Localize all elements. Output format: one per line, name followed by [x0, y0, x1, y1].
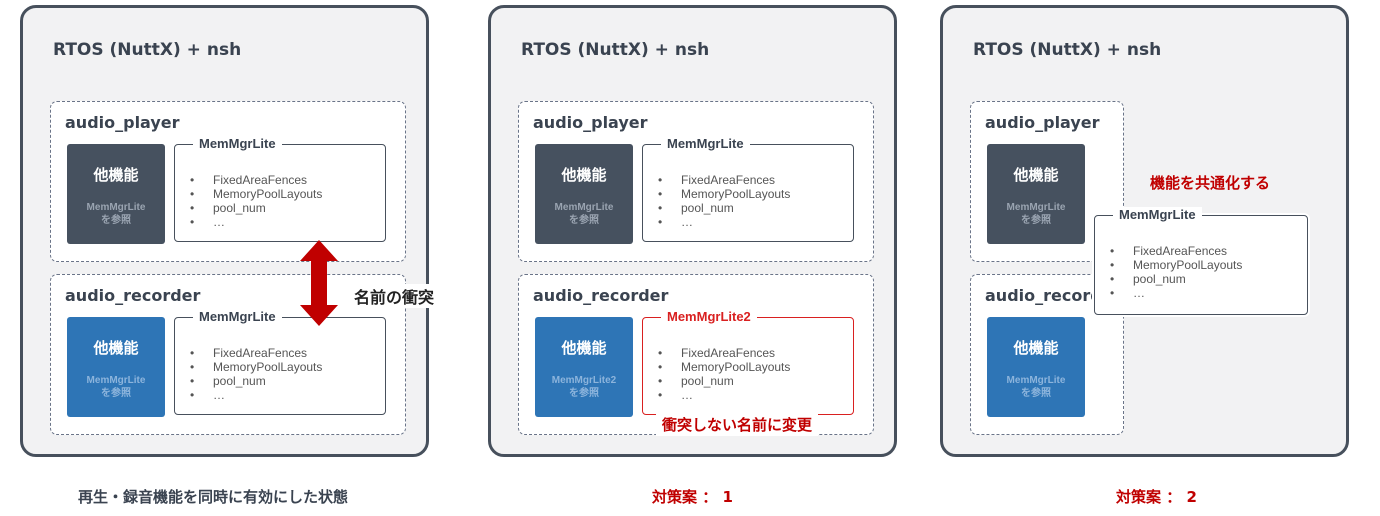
app-title: audio_player	[533, 113, 648, 132]
memmgr-list: FixedAreaFences MemoryPoolLayouts pool_n…	[190, 173, 322, 229]
memmgr-list: FixedAreaFences MemoryPoolLayouts pool_n…	[190, 346, 322, 402]
list-item: MemoryPoolLayouts	[190, 187, 322, 201]
list-item: …	[658, 388, 790, 402]
app-title: audio_player	[985, 113, 1100, 132]
panel-title: RTOS (NuttX) + nsh	[53, 40, 242, 60]
list-item: FixedAreaFences	[658, 173, 790, 187]
list-item: …	[190, 215, 322, 229]
list-item: FixedAreaFences	[658, 346, 790, 360]
caption-current-state: 再生・録音機能を同時に有効にした状態	[78, 488, 349, 506]
func-title: 他機能	[93, 339, 139, 357]
memmgr-list: FixedAreaFences MemoryPoolLayouts pool_n…	[658, 173, 790, 229]
list-item: FixedAreaFences	[190, 346, 322, 360]
list-item: MemoryPoolLayouts	[658, 187, 790, 201]
app-title: audio_player	[65, 113, 180, 132]
func-title: 他機能	[1013, 166, 1059, 184]
panel-title: RTOS (NuttX) + nsh	[521, 40, 710, 60]
caption-option-2: 対策案 ： 2	[1116, 488, 1197, 506]
list-item: FixedAreaFences	[190, 173, 322, 187]
panel-title: RTOS (NuttX) + nsh	[973, 40, 1162, 60]
memmgr-title: MemMgrLite	[1113, 207, 1202, 222]
memmgr-box: MemMgrLite FixedAreaFences MemoryPoolLay…	[642, 136, 854, 242]
list-item: …	[658, 215, 790, 229]
name-conflict-label: 名前の衝突	[350, 284, 439, 308]
shared-memmgr-box: MemMgrLite FixedAreaFences MemoryPoolLay…	[1094, 207, 1308, 315]
memmgr-title: MemMgrLite2	[661, 309, 757, 324]
func-title: 他機能	[1013, 339, 1059, 357]
app-title: audio_recorder	[985, 286, 1121, 305]
caption-option-1: 対策案 ： 1	[652, 488, 733, 506]
rename-label: 衝突しない名前に変更	[656, 413, 819, 436]
list-item: …	[190, 388, 322, 402]
list-item: pool_num	[658, 374, 790, 388]
app-title: audio_recorder	[65, 286, 201, 305]
panel-current-state: RTOS (NuttX) + nsh audio_player 他機能 MemM…	[20, 5, 429, 457]
list-item: pool_num	[658, 201, 790, 215]
conflict-arrow	[300, 240, 338, 326]
list-item: pool_num	[1110, 272, 1242, 286]
memmgr-box: MemMgrLite FixedAreaFences MemoryPoolLay…	[174, 309, 386, 415]
memmgr-title: MemMgrLite	[193, 136, 282, 151]
list-item: FixedAreaFences	[1110, 244, 1242, 258]
memmgr-list: FixedAreaFences MemoryPoolLayouts pool_n…	[1110, 244, 1242, 300]
panel-option-1: RTOS (NuttX) + nsh audio_player 他機能 MemM…	[488, 5, 897, 457]
app-title: audio_recorder	[533, 286, 669, 305]
memmgr-list: FixedAreaFences MemoryPoolLayouts pool_n…	[658, 346, 790, 402]
list-item: pool_num	[190, 374, 322, 388]
list-item: pool_num	[190, 201, 322, 215]
list-item: MemoryPoolLayouts	[658, 360, 790, 374]
memmgr-box: MemMgrLite FixedAreaFences MemoryPoolLay…	[174, 136, 386, 242]
share-function-label: 機能を共通化する	[1150, 174, 1271, 192]
list-item: MemoryPoolLayouts	[190, 360, 322, 374]
memmgr-title: MemMgrLite	[193, 309, 282, 324]
list-item: …	[1110, 286, 1242, 300]
func-title: 他機能	[561, 339, 607, 357]
func-title: 他機能	[93, 166, 139, 184]
memmgr-title: MemMgrLite	[661, 136, 750, 151]
list-item: MemoryPoolLayouts	[1110, 258, 1242, 272]
memmgr2-box: MemMgrLite2 FixedAreaFences MemoryPoolLa…	[642, 309, 854, 415]
func-title: 他機能	[561, 166, 607, 184]
